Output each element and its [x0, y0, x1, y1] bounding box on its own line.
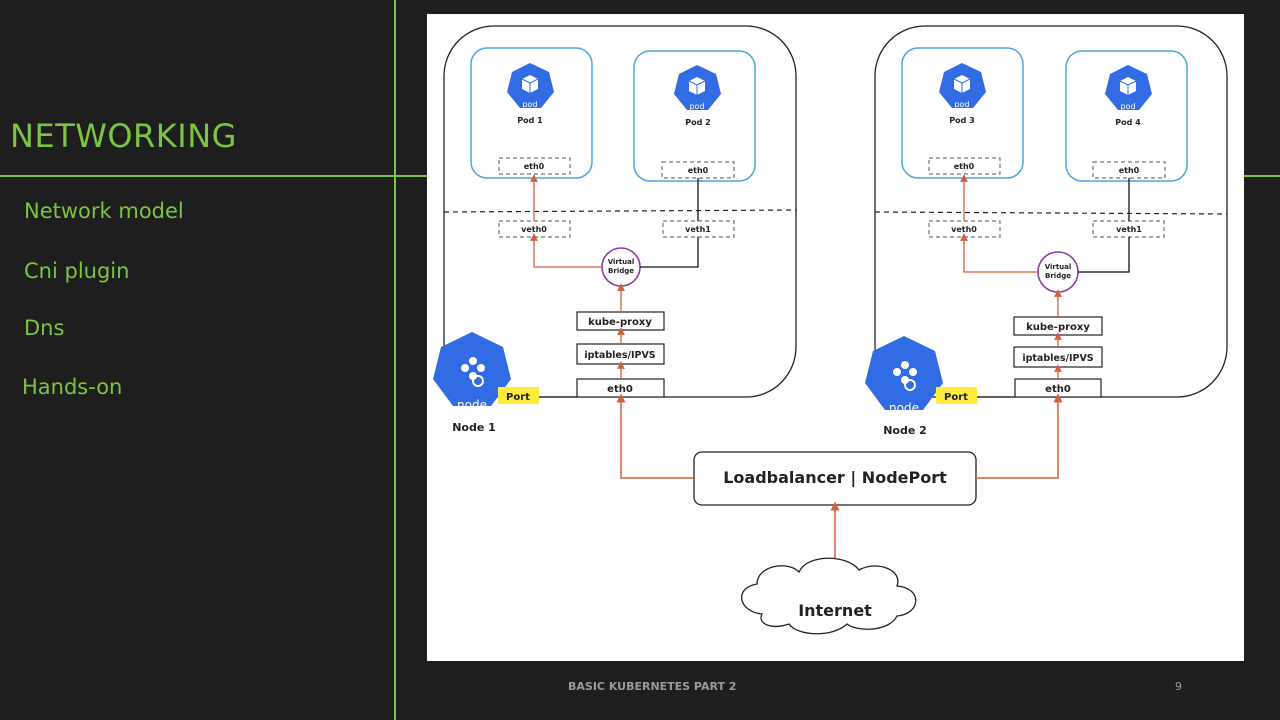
pod-4-eth0: [1092, 161, 1166, 179]
section-title: NETWORKING: [10, 117, 237, 155]
node-icon-label: node: [889, 401, 919, 415]
bridge-label-line1: Virtual: [1045, 263, 1072, 271]
loadbalancer-label: Loadbalancer | NodePort: [723, 468, 947, 488]
node-1-group: pod Pod 1 eth0 pod Pod 2 eth0 veth0 veth…: [433, 25, 797, 434]
pod-2-label: Pod 2: [685, 118, 710, 127]
veth0-node-2-label: veth0: [951, 225, 977, 234]
menu-item-cni-plugin[interactable]: Cni plugin: [24, 259, 130, 283]
iptables-node-2-label: iptables/IPVS: [1022, 353, 1093, 364]
pod-icon: [507, 63, 554, 108]
node-1-label: Node 1: [452, 421, 496, 434]
pod-icon-label: pod: [522, 100, 537, 109]
node-1-frame: [443, 25, 797, 398]
network-diagram: pod Pod 1 eth0 pod Pod 2 eth0 veth0 veth…: [427, 14, 1244, 661]
node-1-port: [498, 387, 539, 404]
bridge-label-line2: Bridge: [1045, 272, 1071, 280]
pod-2-eth0-label: eth0: [688, 166, 709, 175]
node-icon-label: node: [457, 398, 487, 412]
pod-3-eth0-label: eth0: [954, 162, 975, 171]
bridge-label-line2: Bridge: [608, 267, 634, 275]
veth1-node-1-label: veth1: [685, 225, 711, 234]
pod-icon-label: pod: [954, 100, 969, 109]
internet-cloud: [740, 557, 917, 635]
horizontal-divider-right: [1244, 175, 1280, 177]
vertical-divider: [394, 0, 396, 720]
iptables-node-1-label: iptables/IPVS: [584, 350, 655, 361]
pod-icon: [939, 63, 986, 108]
veth1-node-2-label: veth1: [1116, 225, 1142, 234]
node-1-port-label: Port: [506, 392, 530, 403]
node-2-frame: [874, 25, 1228, 398]
pod-4-frame: [1065, 50, 1188, 182]
pod-icon-label: pod: [689, 102, 704, 111]
node-icon: [865, 336, 943, 410]
kube-proxy-node-1-label: kube-proxy: [588, 317, 652, 328]
pod-1-eth0: [498, 157, 571, 175]
internet-label: Internet: [798, 601, 872, 620]
pod-2-eth0: [661, 161, 735, 179]
pod-3-label: Pod 3: [949, 116, 974, 125]
pod-1-label: Pod 1: [517, 116, 543, 125]
node-1-separator: [443, 209, 797, 213]
pod-4-eth0-label: eth0: [1119, 166, 1140, 175]
node-2-group: pod Pod 3 eth0 pod Pod 4 eth0 veth0 veth…: [865, 25, 1228, 437]
menu-item-hands-on[interactable]: Hands-on: [22, 375, 123, 399]
footer-title: BASIC KUBERNETES PART 2: [568, 680, 737, 693]
pod-1-eth0-label: eth0: [524, 162, 545, 171]
pod-icon: [674, 65, 721, 110]
pod-icon: [1105, 65, 1152, 110]
node-2-port-label: Port: [944, 392, 968, 403]
menu-item-dns[interactable]: Dns: [24, 316, 65, 340]
kube-proxy-node-2-label: kube-proxy: [1026, 322, 1090, 333]
node-icon: [433, 332, 511, 406]
horizontal-divider-left: [0, 175, 428, 177]
node-1-eth0-label: eth0: [607, 384, 633, 395]
node-2-port: [936, 387, 977, 404]
node-2-label: Node 2: [883, 424, 927, 437]
pod-2-frame: [633, 50, 756, 182]
bridge-label-line1: Virtual: [608, 258, 635, 266]
node-2-eth0-label: eth0: [1045, 384, 1071, 395]
page-number: 9: [1175, 680, 1182, 693]
pod-icon-label: pod: [1120, 102, 1135, 111]
pod-3-eth0: [928, 157, 1001, 175]
pod-4-label: Pod 4: [1115, 118, 1141, 127]
menu-item-network-model[interactable]: Network model: [24, 199, 184, 223]
node-2-separator: [874, 211, 1228, 215]
veth0-node-1-label: veth0: [521, 225, 547, 234]
